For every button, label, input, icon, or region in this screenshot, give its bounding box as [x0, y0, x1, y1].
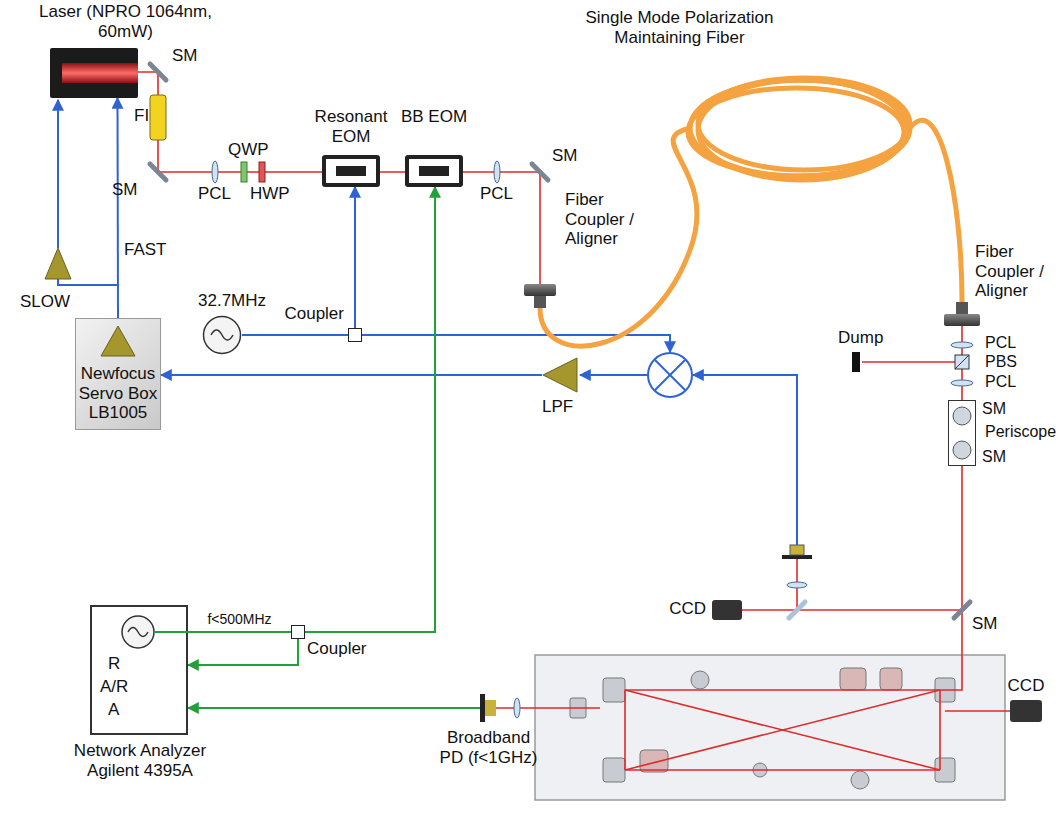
signal-wire [188, 707, 480, 709]
half-wave-plate [259, 162, 265, 182]
coupler-stem [534, 296, 546, 308]
part-label: HWP [250, 184, 290, 204]
steering-mirrors [150, 64, 970, 618]
slow-amplifier [45, 248, 71, 279]
part-label: A [108, 700, 119, 720]
part-label: PBS [985, 353, 1017, 371]
component-label: LPF [542, 397, 582, 417]
lenses [212, 161, 973, 718]
coupler-stem [956, 302, 968, 314]
edge-label: f<500MHz [205, 612, 273, 627]
part-label: SM [112, 180, 138, 200]
signal-wire [188, 631, 291, 633]
component-node: LPF [542, 357, 578, 393]
part-label: FI [134, 106, 149, 126]
part-label: Single Mode Polarization Maintaining Fib… [572, 8, 787, 47]
component-node: Broadband PD (f<1GHz) [480, 694, 496, 722]
component-label: Newfocus Servo Box LB1005 [75, 364, 161, 423]
component-label: Fiber Coupler / Aligner [975, 242, 1055, 301]
lpf-triangle [542, 357, 578, 393]
cavity-mounts [570, 668, 955, 789]
signal-wire [242, 334, 348, 336]
cavity-breadboard [535, 655, 1005, 800]
component-label: Coupler [307, 639, 377, 659]
component-node: BB EOM [405, 155, 463, 187]
signal-wire [161, 374, 542, 376]
oscillator-symbol [202, 315, 242, 355]
component-label: Periscope [985, 423, 1057, 441]
component-node: Fiber Coupler / Aligner [524, 284, 556, 296]
coupler-square [291, 625, 305, 639]
signal-wire [354, 187, 356, 328]
part-label: QWP [228, 140, 269, 160]
component-label: BB EOM [399, 107, 469, 127]
part-label: SM [982, 448, 1006, 466]
photodiode-plate [782, 555, 812, 559]
component-label: Broadband PD (f<1GHz) [436, 728, 541, 767]
component-label: Coupler [282, 304, 344, 324]
quarter-wave-plate [241, 162, 247, 182]
part-label: PCL [985, 373, 1016, 391]
eom-crystal [419, 166, 449, 176]
component-node: CCD [712, 600, 742, 620]
component-node: Resonant EOM [322, 155, 380, 187]
component-node: Network Analyzer Agilent 4395A [90, 605, 188, 735]
faraday-isolator [150, 95, 166, 140]
component-label: CCD [662, 599, 706, 619]
part-label: SM [552, 146, 578, 166]
component-label: Network Analyzer Agilent 4395A [60, 741, 220, 780]
component-label: Laser (NPRO 1064nm, 60mW) [23, 2, 228, 41]
component-node: 32.7MHz [202, 315, 242, 355]
part-label: PCL [198, 184, 231, 204]
ccd-camera [712, 600, 742, 620]
photodiode-body [484, 700, 496, 716]
coupler-plate [944, 314, 980, 326]
component-node: Periscope [948, 400, 976, 466]
signal-wire [116, 98, 119, 318]
component-node: Coupler [348, 328, 362, 342]
component-node: Coupler [291, 625, 305, 639]
coupler-plate [524, 284, 556, 296]
pbs-cube [955, 355, 969, 369]
part-label: FAST [124, 240, 167, 260]
part-label: SM [172, 46, 198, 66]
servo-amplifier [99, 324, 137, 358]
part-label: Dump [838, 328, 883, 348]
signal-wire [305, 187, 435, 632]
component-node: Newfocus Servo Box LB1005 [75, 318, 161, 430]
part-label: R [108, 654, 120, 674]
eom-crystal [336, 166, 366, 176]
signal-wire [188, 639, 298, 665]
ccd-camera [1010, 700, 1042, 722]
photodiode-body [790, 545, 804, 555]
laser-beam [138, 72, 1010, 770]
analyzer-source [90, 605, 188, 665]
component-node: Laser (NPRO 1064nm, 60mW) [50, 48, 138, 98]
part-label: PCL [480, 184, 513, 204]
part-label: SM [972, 614, 998, 634]
beam-dump [852, 352, 860, 372]
part-label: A/R [100, 677, 128, 697]
part-label: SM [982, 400, 1006, 418]
component-label: Resonant EOM [306, 107, 396, 146]
component-node: CCD [1010, 700, 1042, 722]
part-label: PCL [985, 334, 1016, 352]
laser-rod [62, 63, 138, 83]
pbs-diagonal [955, 355, 969, 369]
periscope-mirrors [948, 400, 976, 466]
component-label: 32.7MHz [198, 291, 288, 311]
component-label: Fiber Coupler / Aligner [565, 190, 655, 249]
optical-fiber [540, 80, 962, 346]
coupler-square [348, 328, 362, 342]
component-node: Fiber Coupler / Aligner [944, 314, 980, 326]
part-label: SLOW [20, 292, 70, 312]
photodiode-plate [480, 694, 485, 722]
component-label: CCD [1006, 676, 1046, 696]
